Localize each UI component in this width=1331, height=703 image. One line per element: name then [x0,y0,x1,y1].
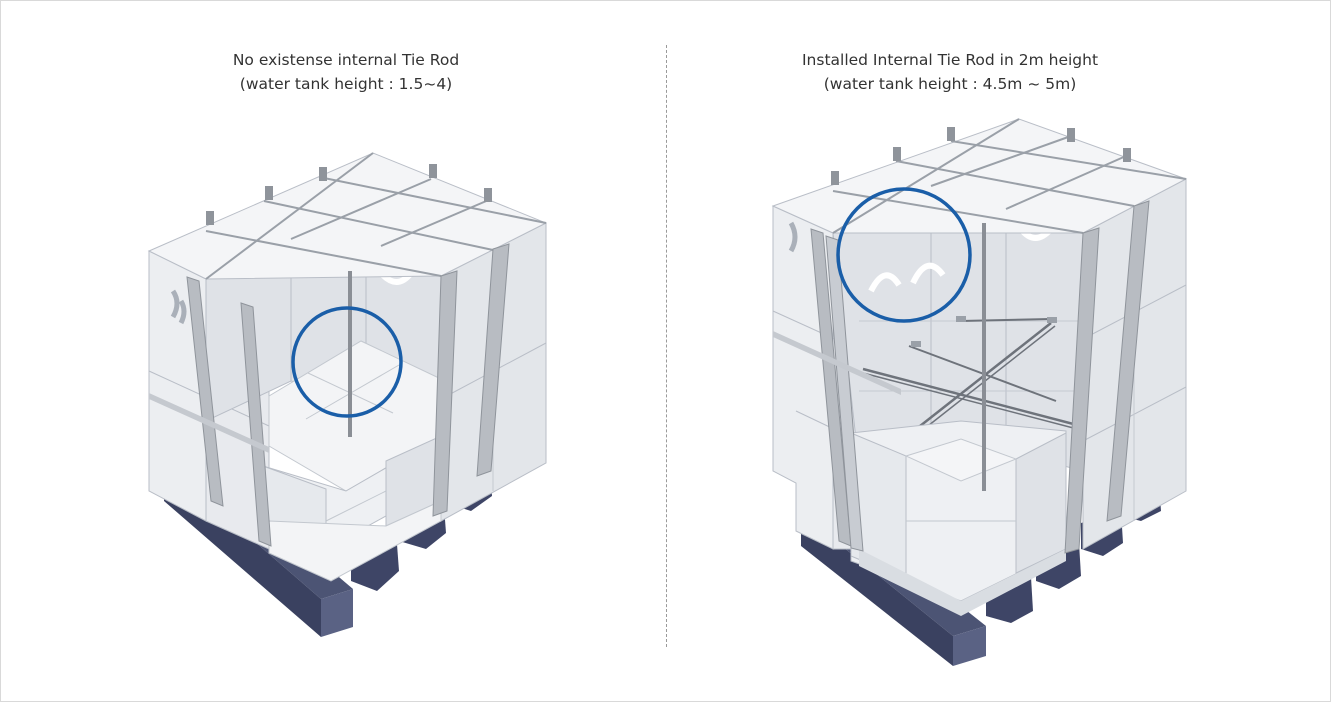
right-tank-horizontal-tie-rods [862,316,1082,445]
left-panel-title: No existense internal Tie Rod [232,51,460,69]
right-highlight-circle [836,187,972,323]
left-tank-beams [149,243,510,547]
right-tank-lower-section [850,420,1067,616]
left-panel-caption: No existense internal Tie Rod (water tan… [66,48,626,96]
left-highlight-circle [291,306,403,418]
right-panel-caption: Installed Internal Tie Rod in 2m height … [670,48,1230,96]
left-tank-roof [147,152,548,280]
right-tank-roof [771,118,1188,234]
right-panel-subtitle: (water tank height : 4.5m ~ 5m) [823,75,1077,93]
left-panel-subtitle: (water tank height : 1.5~4) [239,75,453,93]
right-tank-beams [773,200,1150,554]
right-panel-title: Installed Internal Tie Rod in 2m height [801,51,1099,69]
panel-divider [666,45,667,647]
left-tank-lower-section [262,435,442,582]
